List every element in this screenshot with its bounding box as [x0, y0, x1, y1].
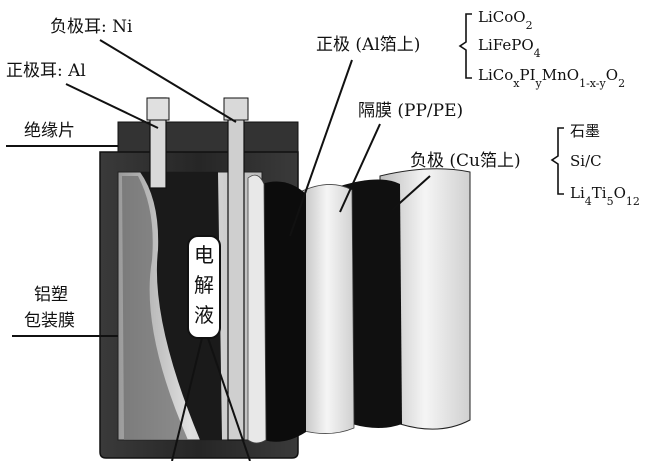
electrolyte-leader-left [171, 337, 203, 461]
pouch-film-label-line2: 包装膜 [24, 311, 75, 331]
electrolyte-char-3: 液 [194, 303, 214, 327]
cathode-brace [458, 13, 472, 79]
negative-tab-label: 负极耳: Ni [50, 17, 133, 37]
anode-layer [340, 179, 402, 428]
electrolyte-char-2: 解 [194, 273, 214, 297]
positive-tab-leader [65, 83, 159, 129]
insulator-label: 绝缘片 [24, 121, 75, 141]
positive-tab-cap [146, 97, 170, 121]
anode-leader [391, 175, 431, 211]
pouch-film-label-line1: 铝塑 [34, 285, 68, 305]
separator-leader [339, 123, 381, 213]
anode-material-si-c: Si/C [570, 152, 602, 170]
anode-brace [550, 127, 564, 195]
electrolyte-char-1: 电 [194, 243, 214, 267]
cathode-leader [289, 59, 353, 237]
separator-layer [299, 184, 355, 434]
anode-material-lto: Li4Ti5O12 [570, 184, 640, 208]
negative-tab-leader [99, 39, 237, 123]
negative-tab-cap [223, 97, 249, 121]
cathode-layer [262, 181, 306, 442]
cathode-material-lifepo4: LiFePO4 [478, 36, 541, 60]
cathode-material-licoo2: LiCoO2 [478, 8, 533, 32]
separator-label: 隔膜 (PP/PE) [358, 101, 463, 121]
positive-tab-label: 正极耳: Al [6, 61, 86, 81]
anode-material-graphite: 石墨 [570, 122, 600, 140]
electrolyte-leader-right [207, 337, 251, 461]
anode-label: 负极 (Cu箔上) [410, 151, 521, 171]
cathode-material-nmc: LiCoxPIyMnO1-x-yO2 [478, 66, 625, 90]
anode-foil-sheet [379, 168, 471, 430]
cathode-label: 正极 (Al箔上) [316, 35, 420, 55]
inner-separator-wrap [247, 174, 267, 444]
inner-left-band [122, 176, 188, 440]
negative-tab [227, 99, 245, 441]
electrolyte-label-box [187, 235, 221, 339]
